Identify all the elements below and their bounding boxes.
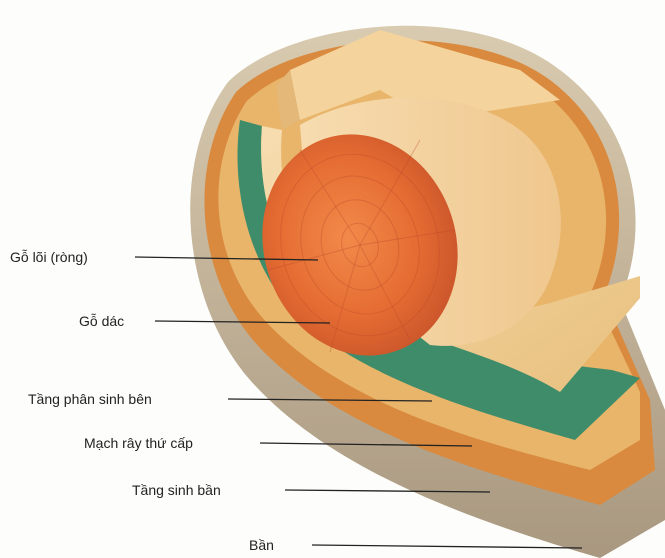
label-phloem: Mạch rây thứ cấp — [84, 435, 193, 451]
label-cork-cambium: Tầng sinh bần — [132, 482, 221, 498]
label-cambium: Tầng phân sinh bên — [28, 391, 152, 407]
label-heartwood: Gỗ lõi (ròng) — [10, 249, 88, 265]
label-sapwood: Gỗ dác — [79, 313, 124, 329]
leader-cork — [312, 545, 582, 548]
label-cork: Bần — [249, 537, 274, 553]
